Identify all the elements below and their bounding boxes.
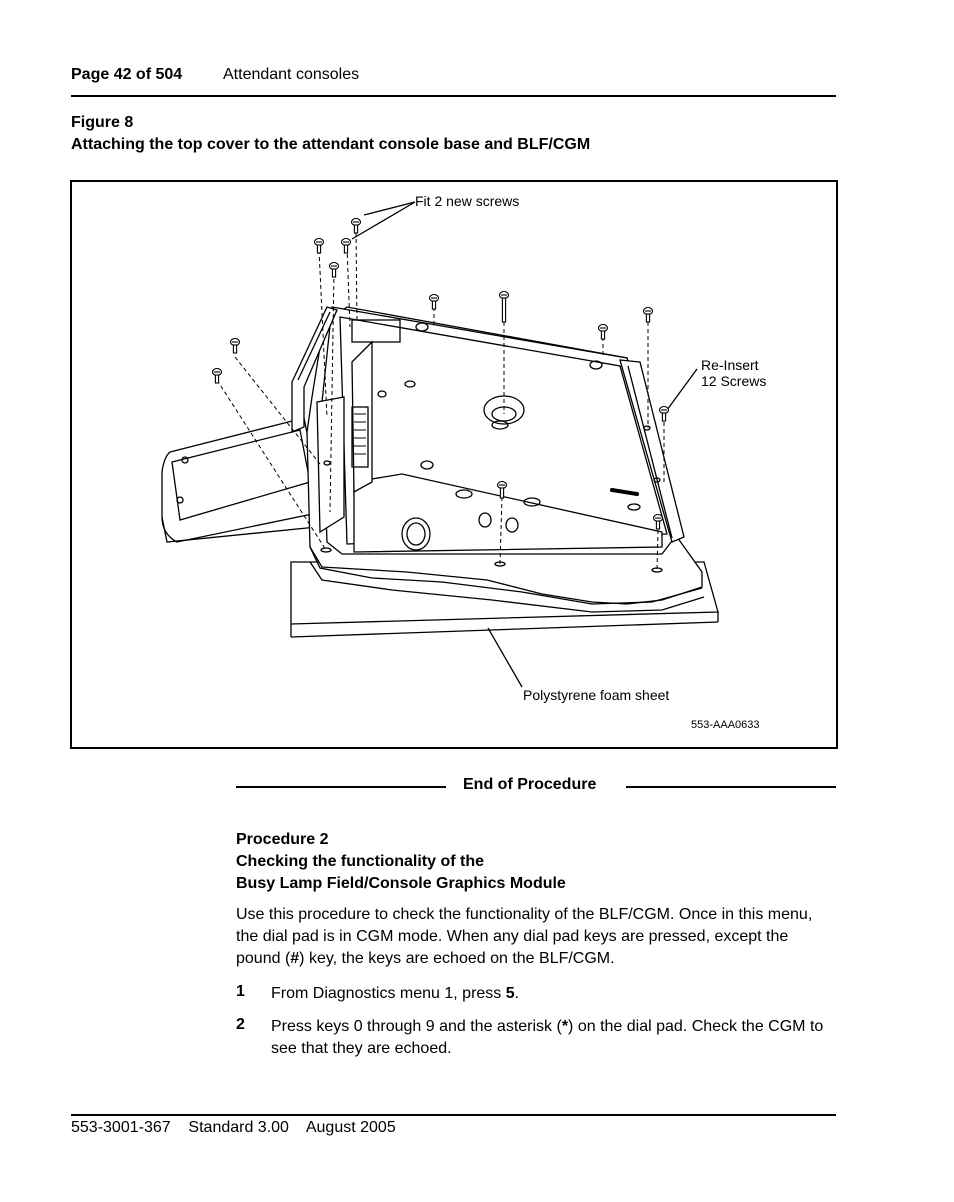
footer-rule — [71, 1114, 836, 1116]
step-1-number: 1 — [236, 983, 245, 1000]
footer: 553-3001-367 Standard 3.00 August 2005 — [71, 1119, 396, 1137]
section-title: Attendant consoles — [223, 66, 360, 83]
step-2-text: Press keys 0 through 9 and the asterisk … — [271, 1016, 836, 1060]
page-number: Page 42 of 504 — [71, 66, 183, 83]
step-1-text-b: . — [514, 985, 520, 1002]
end-of-procedure-label: End of Procedure — [463, 776, 597, 793]
end-of-procedure-rule-left — [236, 786, 446, 788]
step-1-text-bold: 5 — [505, 985, 515, 1002]
intro-text-bold: # — [290, 950, 300, 967]
step-2-text-a: Press keys 0 through 9 and the asterisk … — [271, 1018, 562, 1035]
intro-text-b: ) key, the keys are echoed on the BLF/CG… — [299, 950, 615, 967]
callout-fit-screws: Fit 2 new screws — [415, 193, 520, 209]
step-2-text-b: ) on the dial pad. Check the CGM to see … — [271, 1018, 824, 1057]
step-2-number: 2 — [236, 1016, 245, 1033]
procedure-title-line2: Busy Lamp Field/Console Graphics Module — [236, 875, 566, 892]
header-rule — [71, 95, 836, 97]
end-of-procedure-rule-right — [626, 786, 836, 788]
procedure-label: Procedure 2 — [236, 831, 329, 848]
procedure-title-line1: Checking the functionality of the — [236, 853, 485, 870]
footer-doc-number: 553-3001-367 — [71, 1119, 171, 1136]
footer-standard: Standard 3.00 — [188, 1119, 289, 1136]
step-2-text-bold: * — [561, 1018, 569, 1035]
procedure-intro: Use this procedure to check the function… — [236, 904, 836, 970]
step-1-text: From Diagnostics menu 1, press 5. — [271, 983, 836, 1005]
callout-foam: Polystyrene foam sheet — [523, 687, 670, 703]
drawing-id: 553-AAA0633 — [691, 719, 760, 731]
footer-date: August 2005 — [305, 1119, 396, 1136]
intro-text-a: Use this procedure to check the function… — [236, 906, 813, 967]
figure-illustration: Fit 2 new screws Re-Insert 12 Screws Pol… — [70, 180, 838, 749]
step-1-text-a: From Diagnostics menu 1, press — [271, 985, 506, 1002]
figure-number: Figure 8 — [71, 114, 134, 131]
callout-reinsert-line2: 12 Screws — [701, 373, 767, 389]
callout-reinsert-line1: Re-Insert — [701, 357, 759, 373]
figure-title: Attaching the top cover to the attendant… — [71, 136, 591, 153]
procedure-heading: Procedure 2 Checking the functionality o… — [236, 829, 566, 895]
console-assembly-drawing — [161, 201, 719, 688]
